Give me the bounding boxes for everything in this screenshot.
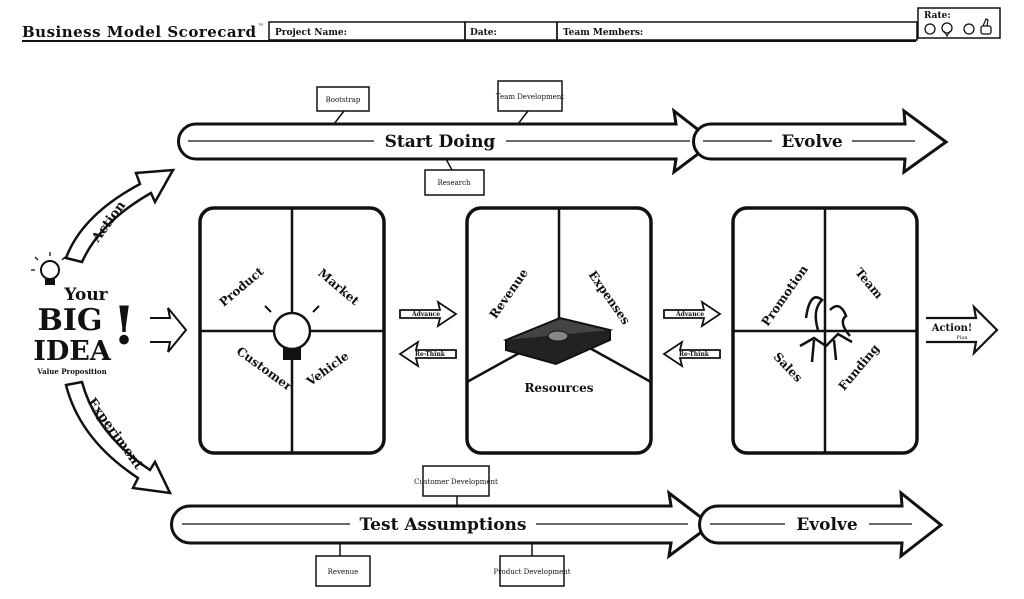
customer-development-tag	[422, 465, 490, 497]
bootstrap-tag-label: Bootstrap	[326, 96, 361, 104]
advance-label: Advance	[411, 311, 440, 318]
lightbulb-icon	[31, 252, 66, 285]
advance-label: Advance	[675, 311, 704, 318]
exclaim-text: !	[113, 296, 136, 357]
bottom-track: Test Assumptions Evolve Customer Develop…	[170, 465, 944, 587]
action-plan: Action! Plan	[926, 303, 999, 357]
thumbs-down-icon[interactable]	[941, 22, 953, 38]
resources-label: Resources	[524, 381, 593, 395]
date-label: Date:	[470, 28, 497, 38]
action-arrow	[64, 168, 176, 264]
header: Business Model Scorecard ™ Project Name:…	[22, 7, 1001, 42]
action-plan-arrow	[926, 303, 999, 357]
money-stack-icon	[502, 316, 614, 366]
product-development-tag	[499, 555, 565, 587]
team-development-tag-label: Team Development	[496, 93, 564, 101]
panel-product-market: Product Market Customer Vehicle	[198, 206, 386, 455]
idea-to-panel-arrow	[150, 307, 188, 353]
revenue-tag-label: Revenue	[328, 568, 359, 576]
rethink-label: Re-Think	[415, 351, 446, 358]
advance-arrow	[663, 299, 722, 329]
rate-box	[917, 7, 1001, 39]
rate-option-circle[interactable]	[963, 23, 975, 35]
advance-rethink-connector-1: Advance Re-Think	[398, 299, 458, 369]
rethink-arrow	[662, 339, 721, 369]
idea-text: IDEA	[33, 336, 112, 367]
rethink-arrow	[398, 339, 457, 369]
team-figures-icon	[799, 296, 853, 363]
trademark-mark: ™	[258, 23, 264, 30]
your-text: Your	[63, 285, 108, 305]
experiment-arrow	[64, 380, 173, 495]
rate-option-circle[interactable]	[924, 23, 936, 35]
rethink-label: Re-Think	[679, 351, 710, 358]
bootstrap-tag	[316, 86, 370, 112]
big-text: BIG	[37, 303, 102, 338]
project-name-label: Project Name:	[275, 28, 347, 38]
research-tag	[424, 169, 485, 196]
experiment-branch: Experiment	[64, 380, 173, 495]
team-development-tag	[497, 80, 563, 112]
panel-promotion-team: Promotion Team Sales Funding	[731, 206, 919, 455]
lightbulb-center-icon	[272, 311, 312, 351]
action-plan-label: Action!	[931, 323, 973, 334]
rate-label: Rate:	[924, 11, 951, 21]
value-proposition-label: Value Proposition	[36, 367, 106, 376]
advance-rethink-connector-2: Advance Re-Think	[662, 299, 722, 369]
team-members-label: Team Members:	[563, 28, 643, 38]
thumbs-up-icon[interactable]	[980, 18, 992, 35]
advance-arrow	[399, 299, 458, 329]
evolve-bottom-label: Evolve	[796, 515, 858, 535]
top-track: Start Doing Evolve Bootstrap Team Develo…	[177, 80, 949, 196]
research-tag-label: Research	[437, 179, 471, 187]
plan-label: Plan	[956, 335, 968, 341]
product-development-tag-label: Product Development	[493, 568, 570, 576]
team-members-field[interactable]	[556, 21, 918, 41]
test-assumptions-label: Test Assumptions	[359, 515, 526, 535]
customer-development-tag-label: Customer Development	[414, 478, 498, 486]
big-idea: Your BIG ! IDEA Value Proposition	[31, 252, 135, 376]
start-doing-label: Start Doing	[385, 132, 496, 152]
page-title: Business Model Scorecard	[22, 23, 257, 41]
evolve-top-label: Evolve	[781, 132, 843, 152]
revenue-tag	[315, 555, 371, 587]
action-branch: Action	[64, 168, 176, 264]
panel-revenue-expenses: Revenue Expenses Resources	[465, 206, 653, 455]
